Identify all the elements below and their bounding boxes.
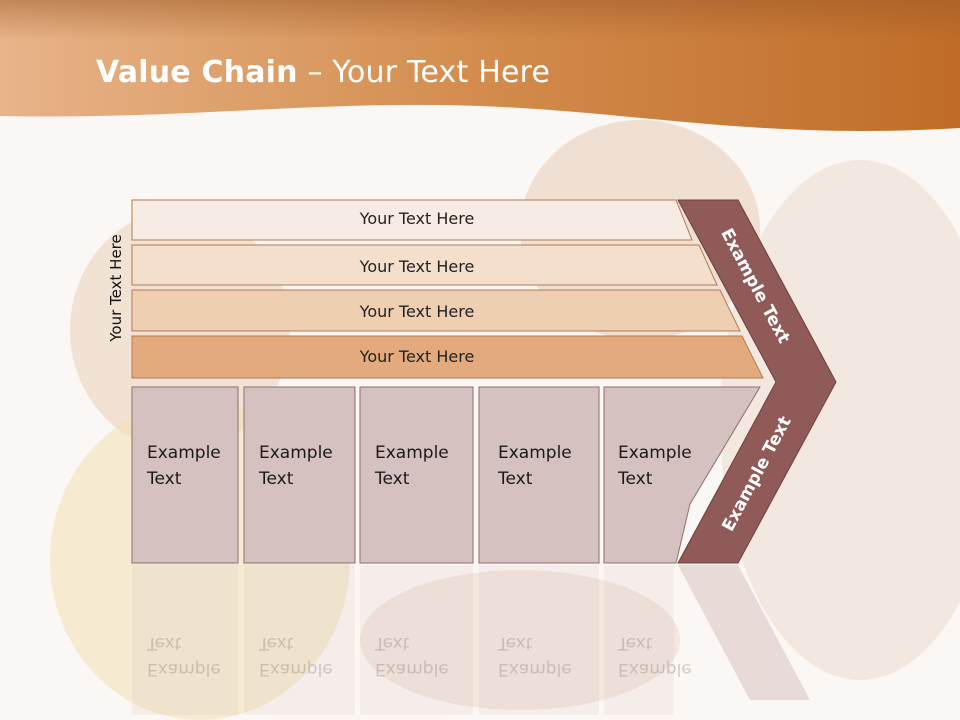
- slide-title: Value Chain – Your Text Here: [96, 55, 550, 90]
- value-chain-boxes: [131, 386, 761, 564]
- photo-hands: [360, 570, 680, 710]
- title-separator: –: [297, 55, 333, 90]
- bar-label-1: Your Text Here: [359, 209, 475, 228]
- bar-label-4: Your Text Here: [359, 347, 475, 366]
- bar-label-2: Your Text Here: [359, 257, 475, 276]
- title-rest: Your Text Here: [332, 55, 551, 90]
- title-bold: Value Chain: [96, 55, 298, 90]
- side-label: Your Text Here: [107, 234, 125, 342]
- reflection: [132, 565, 810, 715]
- value-chain-bars: [131, 199, 764, 379]
- value-chain-chevron: [677, 199, 837, 564]
- bar-label-3: Your Text Here: [359, 302, 475, 321]
